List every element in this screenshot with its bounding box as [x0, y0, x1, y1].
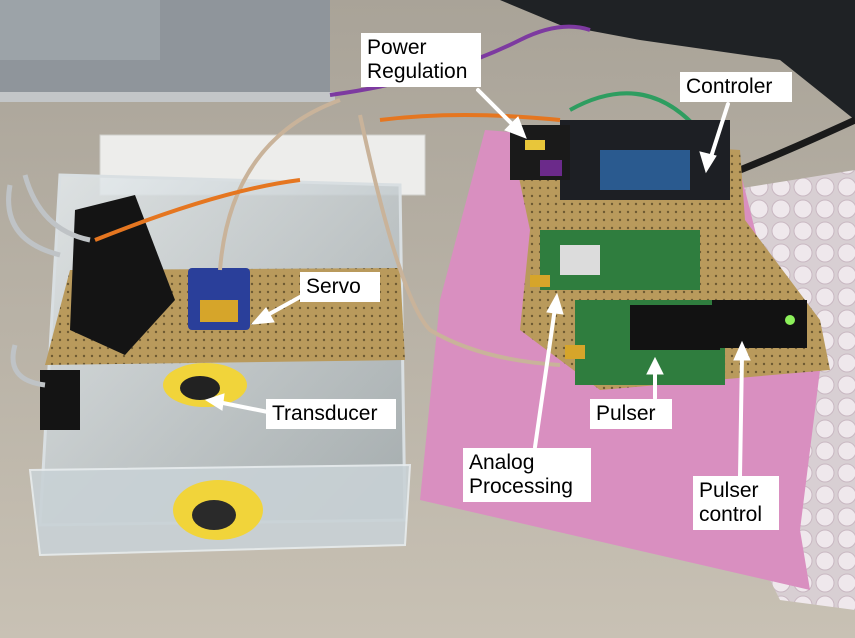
binder-clips: [6, 174, 175, 430]
transducer-device: [163, 363, 247, 407]
label-pulser-text: Pulser: [596, 402, 656, 425]
label-analog-processing-line1: Analog: [469, 451, 535, 474]
label-pulser-control: Pulser control: [693, 476, 779, 530]
label-pulser: Pulser: [590, 399, 672, 429]
label-servo-text: Servo: [306, 275, 361, 298]
label-pulser-control-line2: control: [699, 503, 763, 526]
pulser-board: [565, 300, 725, 385]
label-transducer-text: Transducer: [272, 402, 378, 425]
label-controler-text: Controler: [686, 75, 773, 98]
power-regulation-board: [510, 125, 570, 180]
arrow-pulser-control: [733, 340, 751, 478]
label-power-regulation: Power Regulation: [361, 33, 481, 87]
arrow-analog-processing: [533, 292, 564, 449]
label-controler: Controler: [680, 72, 792, 102]
analog-processing-board: [530, 230, 700, 290]
label-pulser-control-line1: Pulser: [699, 479, 759, 502]
servo-motor: [188, 268, 250, 330]
annotation-arrows: [204, 88, 751, 478]
arrow-transducer: [204, 393, 270, 414]
arrow-controler: [699, 102, 730, 174]
arrow-pulser: [646, 356, 664, 400]
laptop: [0, 0, 335, 102]
label-analog-processing: Analog Processing: [463, 448, 591, 502]
label-power-regulation-line2: Regulation: [367, 60, 468, 83]
arrow-power-regulation: [476, 88, 527, 139]
controller-board: [560, 120, 730, 200]
label-power-regulation-line1: Power: [367, 36, 427, 59]
arrow-servo: [250, 295, 302, 325]
pulser-control-board: [712, 300, 807, 348]
label-servo: Servo: [300, 272, 380, 302]
label-transducer: Transducer: [266, 399, 396, 429]
label-analog-processing-line2: Processing: [469, 475, 573, 498]
